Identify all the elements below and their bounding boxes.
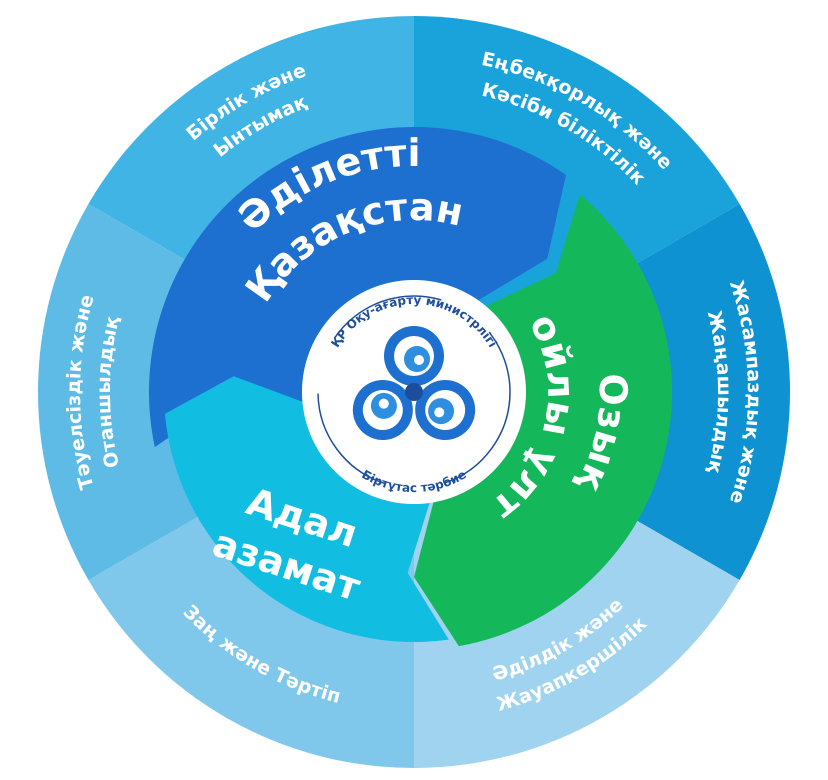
center-emblem: ҚР Оқу-ағарту министрлігі Біртұтас тәрби… xyxy=(302,280,526,504)
inner-arrow-shape xyxy=(414,194,673,647)
center-ring-line xyxy=(317,295,511,489)
outer-segment-shape xyxy=(414,16,740,392)
inner-arrow-shape xyxy=(148,127,566,448)
inner-arrow-shape xyxy=(164,376,449,642)
kazakh-ornament-logo-icon xyxy=(352,326,476,440)
